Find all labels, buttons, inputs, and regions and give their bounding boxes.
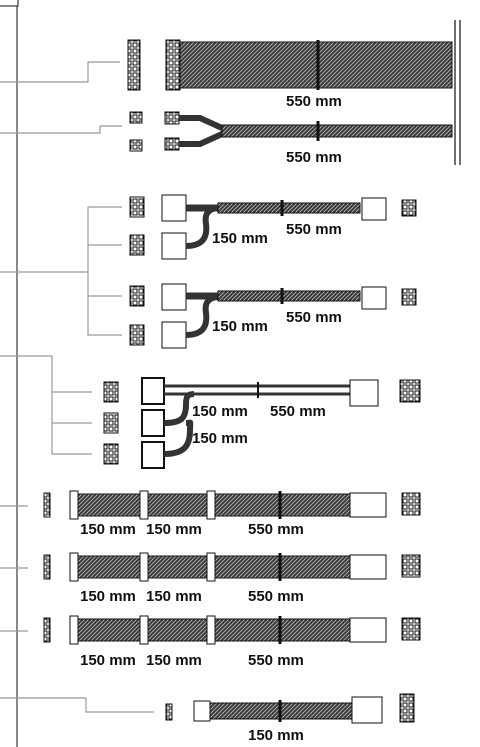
split-tail [185,294,221,338]
length-label: 150 mm [212,318,268,335]
connector-molex [141,377,165,405]
sleeved-bundle [217,290,361,302]
leader-line [0,125,122,134]
connector-face [401,492,421,516]
length-label: 550 mm [286,309,342,326]
connector-molex-psu [103,412,119,434]
connector-face [401,617,421,641]
sata-plug [139,552,149,582]
connector-6plus2-gpu [161,321,187,349]
connector-molex-end [349,379,379,407]
split-tail [163,391,195,426]
cable-sata-1: 150 mm 150 mm 550 mm [0,490,421,538]
connector-6plus2-gpu [161,194,187,222]
cable-atx-24pin: 550 mm [0,20,461,165]
connector-sata-psu [43,617,51,643]
leader-line [0,206,122,273]
split-tail [185,205,221,249]
cable-molex-triple: 150 mm 550 mm 150 mm [0,355,421,469]
sleeved-bundle [221,124,453,138]
length-label: 150 mm [80,652,136,669]
cable-floppy: 150 mm [0,693,415,744]
connector-molex-psu [103,443,119,465]
length-label: 550 mm [270,403,326,420]
sleeved-bundle [179,41,453,89]
length-label: 550 mm [248,521,304,538]
connector-8pin-end [361,286,387,310]
connector-8pin-face [401,199,417,217]
connector-6plus2-psu [129,196,145,218]
connector-sata-psu [43,554,51,580]
length-label: 550 mm [248,588,304,605]
connector-molex [141,409,165,437]
sata-plug [206,490,216,520]
connector-4pin [129,139,143,152]
connector-sata-psu [43,492,51,518]
connector-molex-face [399,379,421,403]
connector-face [401,554,421,578]
length-label: 150 mm [212,230,268,247]
leader-line [0,697,154,713]
length-label: 550 mm [286,221,342,238]
leader-line [0,355,92,455]
leader-line [0,61,120,83]
connector-4pin-cable [164,111,180,125]
leader-line [87,272,122,336]
frame-corner [0,0,19,7]
length-label: 150 mm [146,588,202,605]
connector-molex-psu [103,381,119,403]
sata-plug [206,552,216,582]
length-label: 150 mm [248,727,304,744]
connector-face [399,693,415,723]
connector-6plus2-psu [129,285,145,307]
length-label: 550 mm [248,652,304,669]
sata-plug [69,490,79,520]
connector-24pin-mb [165,39,181,91]
length-label: 150 mm [146,521,202,538]
split-tail [163,419,194,457]
connector-molex [141,441,165,469]
length-label: 150 mm [146,652,202,669]
cable-pcie-split-1: 150 mm 550 mm [0,194,417,273]
connector-end [349,554,387,580]
connector-end [351,696,383,724]
sata-plug [139,490,149,520]
sata-plug [69,552,79,582]
connector-floppy [193,700,211,722]
length-label: 550 mm [286,149,342,166]
connector-8pin-end [361,197,387,221]
connector-4pin-cable [164,137,180,151]
connector-floppy-psu [165,703,173,721]
cable-sata-3: 150 mm 150 mm 550 mm [0,615,421,669]
length-label: 150 mm [80,588,136,605]
sata-plug [139,615,149,645]
connector-8pin-face [401,288,417,306]
cable-sata-2: 150 mm 150 mm 550 mm [0,552,421,605]
length-label: 550 mm [286,93,342,110]
connector-6plus2-gpu [161,232,187,260]
length-label: 150 mm [80,521,136,538]
sleeved-bundle [217,202,361,214]
connector-end [349,492,387,518]
connector-end [349,617,387,643]
connector-6plus2-psu [129,234,145,256]
length-label: 150 mm [192,403,248,420]
sata-plug [206,615,216,645]
length-label: 150 mm [192,430,248,447]
connector-24pin-psu [127,39,141,91]
sata-plug [69,615,79,645]
connector-6plus2-psu [129,324,145,346]
cable-pcie-split-2: 150 mm 550 mm [87,272,417,349]
cable-cpu-4plus4: 550 mm [0,111,453,166]
connector-4pin [129,111,143,124]
connector-6plus2-gpu [161,283,187,311]
